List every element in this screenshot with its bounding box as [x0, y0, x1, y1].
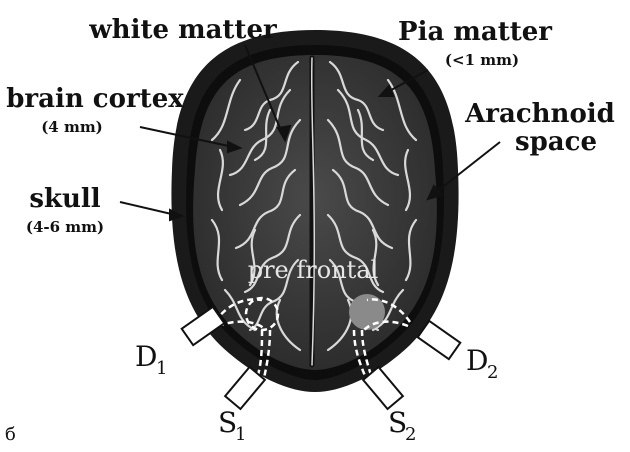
label-white-matter: white matter [88, 15, 277, 45]
optode-d2 [418, 321, 461, 359]
label-arachnoid-2: space [515, 127, 597, 157]
label-brain-cortex: brain cortex [6, 84, 184, 114]
label-pre-frontal: pre frontal [248, 256, 379, 284]
label-skull-size: (4-6 mm) [26, 218, 104, 236]
label-skull: skull [29, 184, 100, 214]
label-d2-sub: 2 [487, 362, 498, 383]
label-d1: D [135, 340, 157, 373]
label-arachnoid-1: Arachnoid [464, 99, 615, 129]
label-s1-sub: 1 [235, 424, 246, 445]
panel-letter: б [5, 424, 16, 445]
label-pia-matter: Pia matter [398, 17, 552, 47]
label-brain-cortex-size: (4 mm) [41, 118, 103, 136]
label-s2-sub: 2 [405, 424, 416, 445]
label-d2: D [466, 344, 488, 377]
label-d1-sub: 1 [156, 358, 167, 379]
label-pia-matter-size: (<1 mm) [445, 51, 519, 69]
